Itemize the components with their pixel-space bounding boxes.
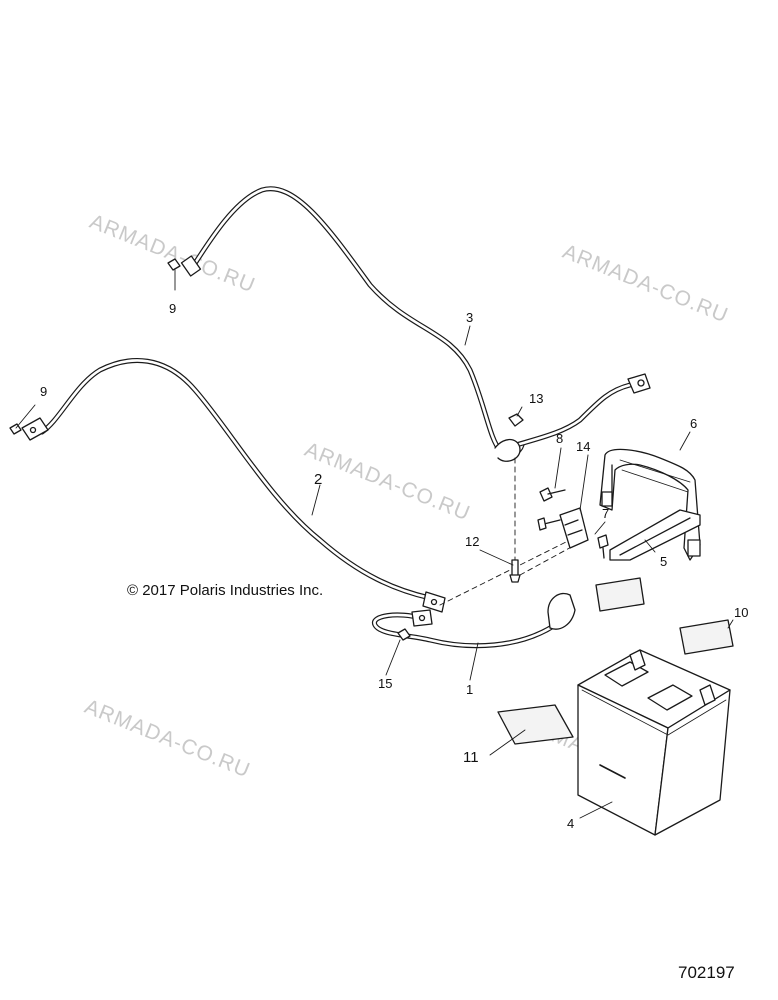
callout-7: 7 (602, 506, 609, 521)
cable-3 (180, 186, 651, 462)
callout-5: 5 (660, 554, 667, 569)
callout-13: 13 (529, 391, 543, 406)
label-11 (497, 704, 574, 745)
leader-lines (15, 269, 734, 819)
callout-2: 2 (314, 471, 322, 488)
cable-2 (21, 358, 446, 613)
callout-9-upper: 9 (169, 301, 176, 316)
nut-13 (508, 413, 524, 427)
callout-4: 4 (567, 816, 574, 831)
pad-10 (679, 619, 734, 655)
copyright-notice: © 2017 Polaris Industries Inc. (127, 582, 324, 599)
terminal-block-14 (537, 507, 589, 549)
callout-11: 11 (463, 749, 479, 766)
callout-3: 3 (466, 310, 473, 325)
bolt-8 (539, 487, 566, 502)
battery-4 (577, 649, 731, 836)
callout-10: 10 (734, 605, 748, 620)
callout-8: 8 (556, 431, 563, 446)
callout-12: 12 (465, 534, 479, 549)
bolt-7 (597, 534, 609, 559)
bracket-5 (609, 509, 701, 561)
callout-15: 15 (378, 676, 392, 691)
callout-9-left: 9 (40, 384, 47, 399)
assembly-lines (439, 457, 576, 606)
battery-strap-6 (599, 448, 701, 561)
callout-6: 6 (690, 416, 697, 431)
bolt-12 (509, 559, 521, 583)
nut-9-left (9, 423, 22, 435)
nut-15 (397, 628, 411, 641)
pad-5 (595, 577, 645, 612)
callout-14: 14 (576, 439, 590, 454)
document-number: 702197 (678, 963, 735, 982)
cable-1 (372, 592, 576, 649)
callout-1: 1 (466, 682, 473, 697)
callouts: 9 9 3 13 8 14 6 7 5 10 2 12 1 15 11 4 (40, 301, 748, 831)
nut-9-upper (167, 258, 181, 271)
